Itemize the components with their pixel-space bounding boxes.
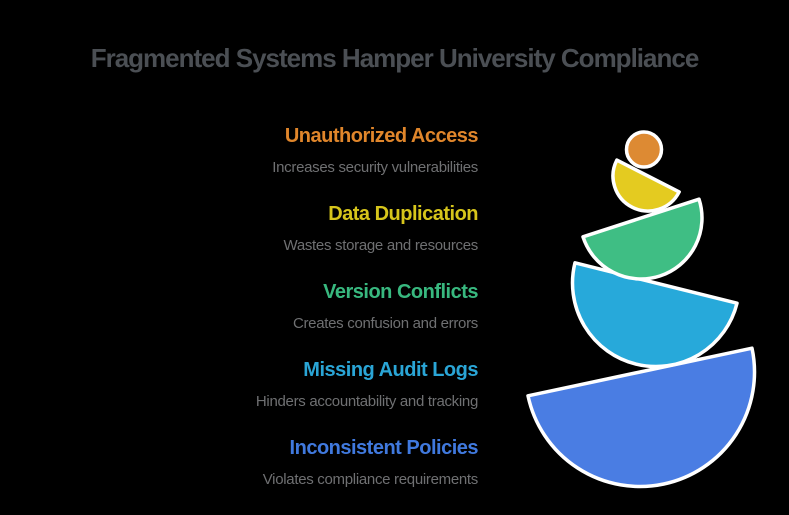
issue-title: Version Conflicts [323,281,478,303]
issue-title: Missing Audit Logs [303,359,478,381]
bowl-largest-shape [526,346,757,489]
bowl-large-shape [570,261,739,369]
page-title: Fragmented Systems Hamper University Com… [90,43,700,73]
issue-title: Data Duplication [328,203,478,225]
issue-item-unauthorized-access: Unauthorized Access Increases security v… [158,125,478,177]
issue-title: Unauthorized Access [284,125,479,147]
issue-item-inconsistent-policies: Inconsistent Policies Violates complianc… [158,437,479,489]
issue-subtitle: Increases security vulnerabilities [272,159,478,176]
issue-subtitle: Violates compliance requirements [262,471,479,488]
issue-list: Unauthorized Access Increases security v… [158,125,479,515]
bowl-medium-shape [581,197,704,281]
issue-item-data-duplication: Data Duplication Wastes storage and reso… [158,203,479,255]
issue-title: Inconsistent Policies [289,437,479,459]
bowl-small-shape [611,158,681,213]
issue-subtitle: Wastes storage and resources [283,237,479,254]
ball-shape [624,130,664,169]
issue-item-missing-audit-logs: Missing Audit Logs Hinders accountabilit… [158,359,479,411]
issue-subtitle: Hinders accountability and tracking [255,393,478,410]
issue-subtitle: Creates confusion and errors [292,315,478,332]
balance-stack-graphic [526,130,757,489]
issue-item-version-conflicts: Version Conflicts Creates confusion and … [158,281,479,333]
